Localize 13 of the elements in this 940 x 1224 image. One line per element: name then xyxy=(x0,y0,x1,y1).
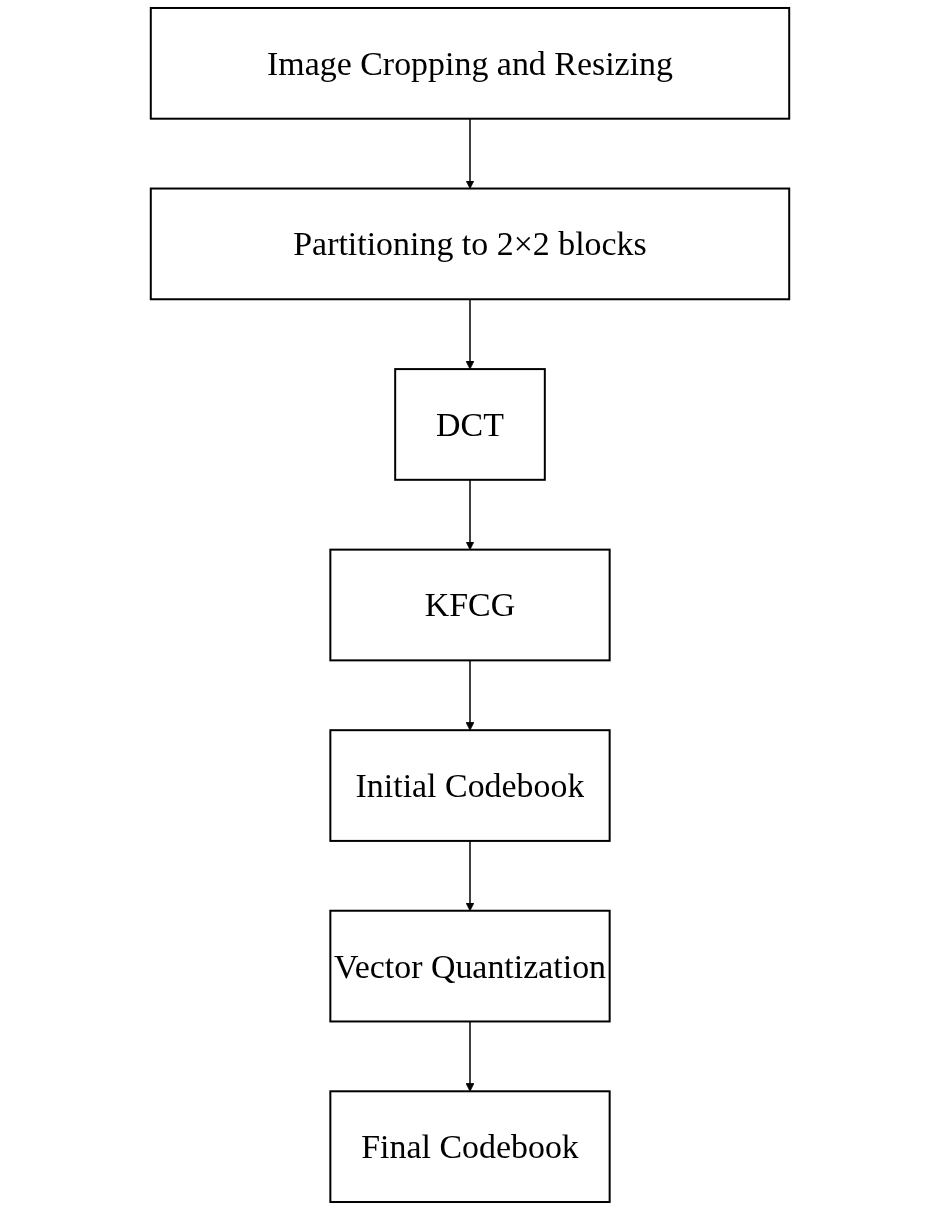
node-box: DCT xyxy=(394,368,546,481)
node-box: KFCG xyxy=(329,548,611,662)
node-box: Vector Quantization xyxy=(329,909,611,1023)
node-box: Final Codebook xyxy=(329,1090,611,1203)
node-box: Initial Codebook xyxy=(329,729,611,842)
arrow xyxy=(465,117,475,189)
arrow xyxy=(465,298,475,370)
arrow xyxy=(465,840,475,912)
node-box: Partitioning to 2×2 blocks xyxy=(149,187,791,301)
node-box: Image Cropping and Resizing xyxy=(149,7,791,120)
arrow xyxy=(465,659,475,731)
arrow xyxy=(465,479,475,551)
arrow xyxy=(465,1020,475,1092)
